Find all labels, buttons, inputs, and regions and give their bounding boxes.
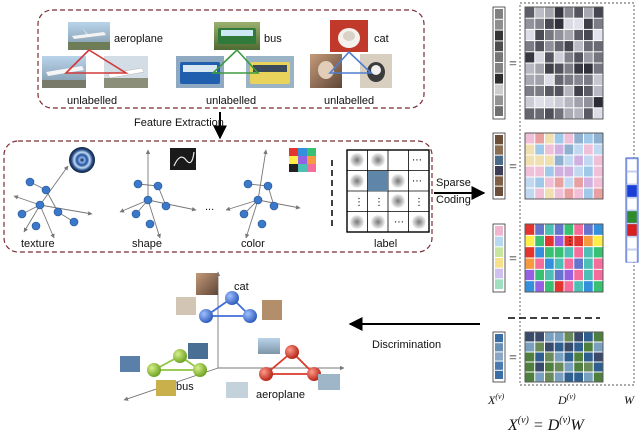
x-column-1: [492, 6, 506, 120]
dictionary-matrix-1: [524, 6, 604, 120]
matrix-symbol-x: X(v): [487, 392, 505, 407]
svg-text:⋮: ⋮: [374, 197, 384, 208]
aeroplane-thumb-3: [318, 374, 340, 390]
feature-ellipsis: ...: [205, 201, 214, 213]
cat-thumb-3: [262, 300, 282, 320]
sparse-coding-label-line2: Coding: [436, 194, 471, 206]
svg-text:⋮: ⋮: [354, 197, 364, 208]
color-graph-nodes: [239, 179, 279, 229]
view-row-1: =: [492, 6, 604, 120]
sparse-coding-label-line1: Sparse: [436, 177, 471, 189]
svg-text:X(v) = D(v)W: X(v) = D(v)W: [507, 415, 585, 434]
bus-thumb-3: [156, 380, 176, 396]
view-row-3: =: [492, 223, 604, 293]
label-matrix: ⋯ ⋯ ⋮ ⋮ ⋮ ⋯: [346, 149, 430, 233]
shape-thumbnail: [170, 148, 196, 170]
matrix-symbol-d: D(v): [557, 392, 576, 407]
svg-text:⋮: ⋮: [414, 197, 424, 208]
discrimination-step: Discrimination: [348, 317, 480, 351]
bus-unlabelled-photo-2: [246, 56, 294, 88]
equals-sign-4: =: [509, 351, 517, 366]
formula: X(v) = D(v)W: [507, 415, 585, 434]
bus-group: bus unlabelled: [176, 22, 294, 107]
bus-thumb-2: [120, 356, 140, 372]
image-set-border: [37, 9, 425, 109]
feature-extraction-label: Feature Extraction: [134, 117, 224, 129]
aeroplane-unlabelled-caption: unlabelled: [67, 95, 117, 107]
cat-group: cat unlabelled: [310, 20, 392, 107]
bus-labelled-photo: [214, 22, 260, 50]
aeroplane-labelled-photo: [68, 22, 110, 50]
texture-thumbnail: [69, 147, 95, 173]
bus-class-label: bus: [264, 33, 282, 45]
cluster-bus: bus: [120, 343, 208, 396]
sparse-coding-step: Sparse Coding: [434, 177, 486, 206]
svg-text:⋯: ⋯: [412, 176, 422, 187]
embedding-space: cat bus aeroplane: [120, 271, 345, 401]
feature-panel: texture shape ...: [3, 140, 433, 253]
bus-similarity-triangle: [211, 48, 260, 74]
shape-graph-nodes: [131, 179, 171, 229]
cluster-aeroplane: aeroplane: [226, 338, 340, 401]
bus-thumb-1: [188, 343, 208, 359]
texture-graph-nodes: [17, 177, 79, 231]
x-column-2: [492, 132, 506, 200]
cat-thumb-2: [176, 297, 196, 315]
aeroplane-class-label: aeroplane: [114, 33, 163, 45]
cat-thumb-1: [196, 273, 218, 295]
embedding-label-aeroplane: aeroplane: [256, 389, 305, 401]
cat-labelled-photo: [330, 20, 368, 52]
svg-text:⋯: ⋯: [412, 155, 422, 166]
cat-unlabelled-photo-2: [360, 54, 392, 88]
feature-label-label: label: [374, 238, 397, 250]
view-row-2: =: [492, 132, 604, 200]
svg-text:⋯: ⋯: [394, 217, 404, 228]
svg-text:D(v): D(v): [557, 392, 576, 407]
aeroplane-unlabelled-photo-1: [42, 56, 86, 88]
dictionary-matrix-3: [524, 223, 604, 293]
feature-label-shape: shape: [132, 238, 162, 250]
aeroplane-thumb-2: [226, 382, 248, 398]
sparse-coding-panel: = = = = ⋮ X(v) D(v) W X(v) = D(v)W: [487, 2, 639, 434]
bus-unlabelled-photo-1: [176, 56, 224, 88]
cat-similarity-triangle: [328, 50, 373, 74]
svg-text:X(v): X(v): [487, 392, 505, 407]
x-column-3: [492, 223, 506, 293]
feature-extraction-step: Feature Extraction: [134, 112, 227, 140]
aeroplane-unlabelled-photo-2: [104, 56, 148, 88]
dictionary-matrix-2: [524, 132, 604, 200]
view-rows: = = = =: [492, 6, 604, 383]
row-continuation-dots: ⋮: [565, 236, 575, 247]
cat-class-label: cat: [374, 33, 389, 45]
equals-sign-2: =: [509, 160, 517, 175]
aeroplane-similarity-triangle: [64, 48, 129, 74]
view-row-4: =: [492, 331, 604, 383]
aeroplane-thumb-1: [258, 338, 280, 354]
cat-unlabelled-photo-1: [310, 54, 342, 88]
matrix-symbol-w: W: [624, 393, 635, 407]
bus-unlabelled-caption: unlabelled: [206, 95, 256, 107]
embedding-label-cat: cat: [234, 281, 249, 293]
embedding-label-bus: bus: [176, 381, 194, 393]
cat-unlabelled-caption: unlabelled: [324, 95, 374, 107]
discrimination-label: Discrimination: [372, 339, 441, 351]
feature-label-texture: texture: [21, 238, 55, 250]
feature-panel-border: [3, 140, 433, 253]
texture-graph: [13, 165, 93, 239]
w-vector: [625, 157, 639, 263]
equals-sign-3: =: [509, 252, 517, 267]
x-column-4: [492, 331, 506, 383]
image-set-panel: aeroplane unlabelled bus: [37, 9, 425, 109]
cluster-cat: cat: [176, 273, 282, 323]
equals-sign-1: =: [509, 57, 517, 72]
feature-label-color: color: [241, 238, 265, 250]
dictionary-matrix-4: [524, 331, 604, 383]
color-thumbnail: [289, 148, 316, 172]
aeroplane-group: aeroplane unlabelled: [42, 22, 163, 107]
